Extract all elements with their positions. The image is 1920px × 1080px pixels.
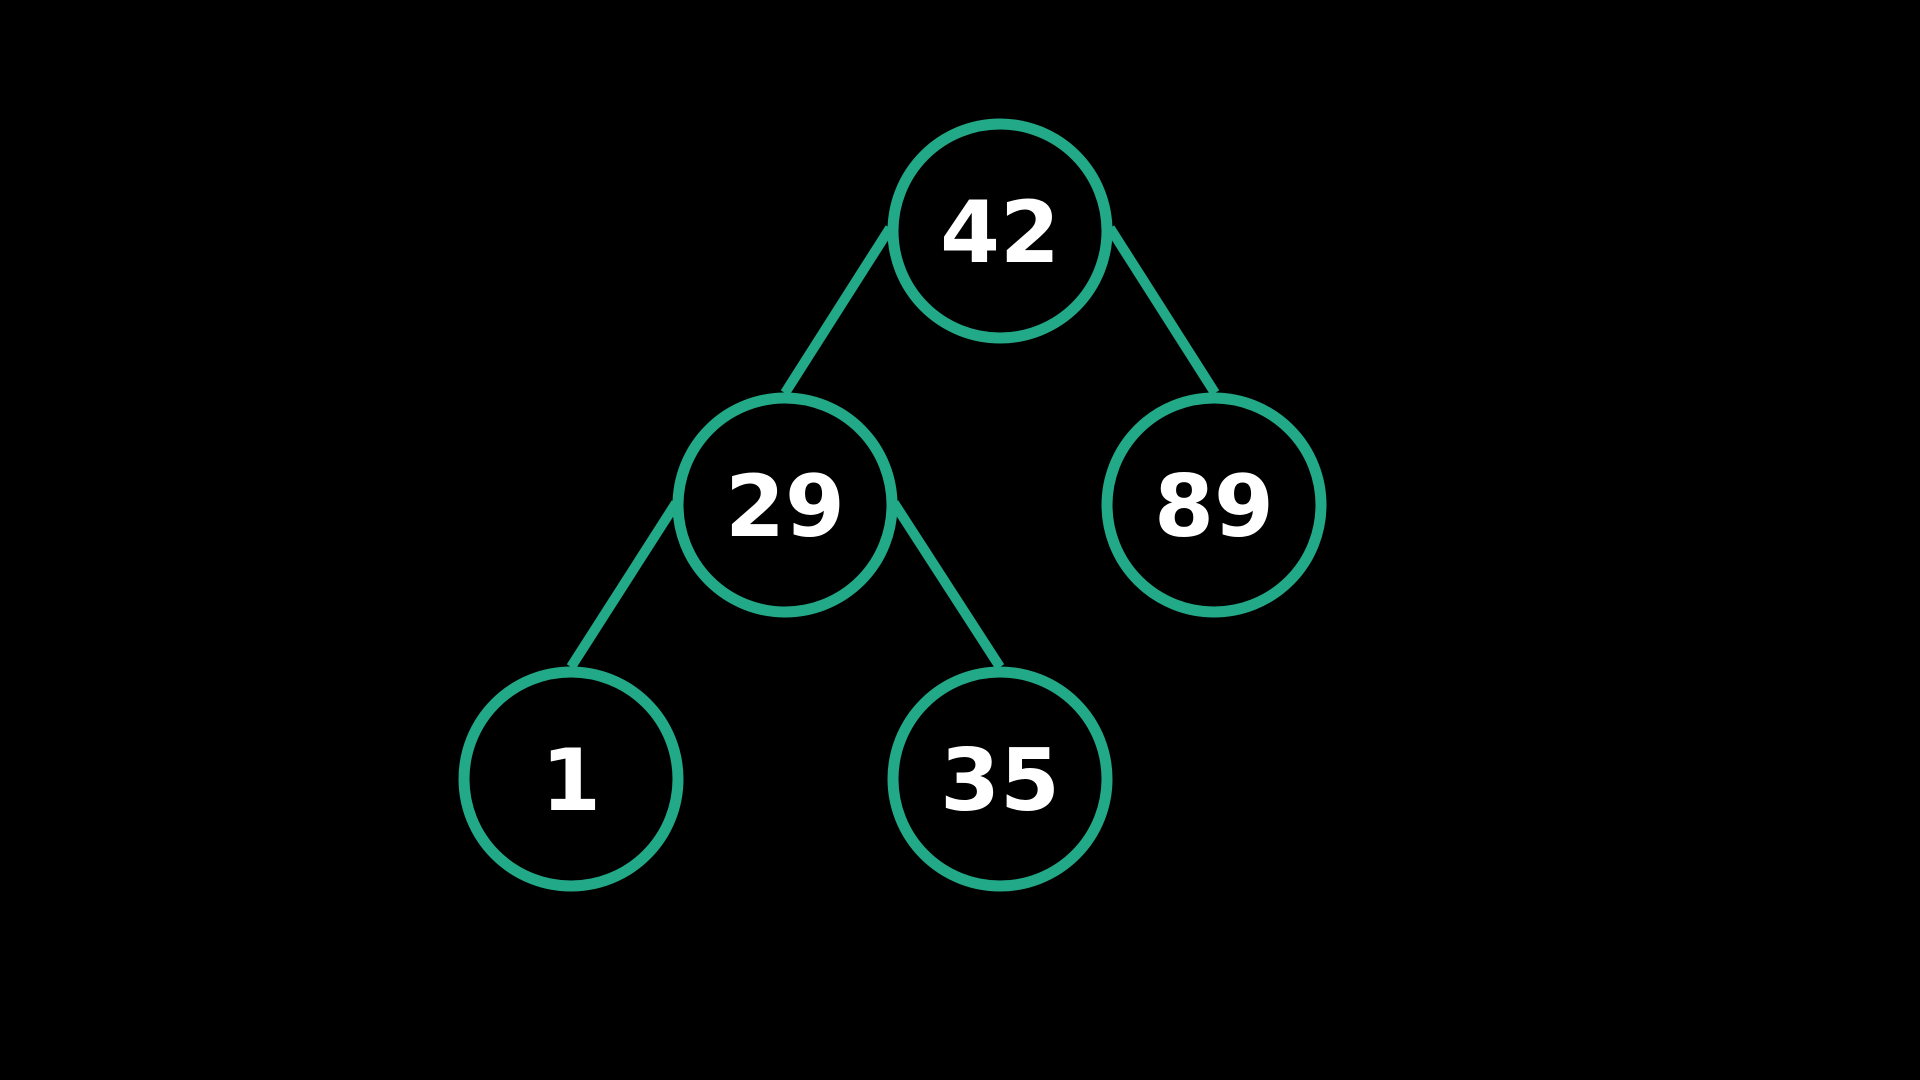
- tree-node-1: 1: [458, 666, 684, 892]
- edge-42-29: [780, 225, 895, 396]
- node-circle-42: [887, 118, 1113, 344]
- node-circle-35: [887, 666, 1113, 892]
- edge-29-1: [566, 500, 681, 670]
- node-label-89: 89: [1154, 457, 1274, 557]
- node-circle-89: [1101, 392, 1327, 618]
- node-circle-29: [672, 392, 898, 618]
- tree-node-89: 89: [1101, 392, 1327, 618]
- node-label-1: 1: [541, 731, 601, 831]
- tree-node-42: 42: [887, 118, 1113, 344]
- tree-node-35: 35: [887, 666, 1113, 892]
- tree-node-29: 29: [672, 392, 898, 618]
- edge-29-35: [889, 500, 1005, 670]
- edge-42-89: [1105, 225, 1220, 396]
- node-label-35: 35: [940, 731, 1060, 831]
- node-label-42: 42: [940, 183, 1060, 283]
- tree-edges: [566, 225, 1220, 670]
- tree-nodes: 42 29 89 1 35: [458, 118, 1327, 892]
- node-circle-1: [458, 666, 684, 892]
- node-label-29: 29: [725, 457, 845, 557]
